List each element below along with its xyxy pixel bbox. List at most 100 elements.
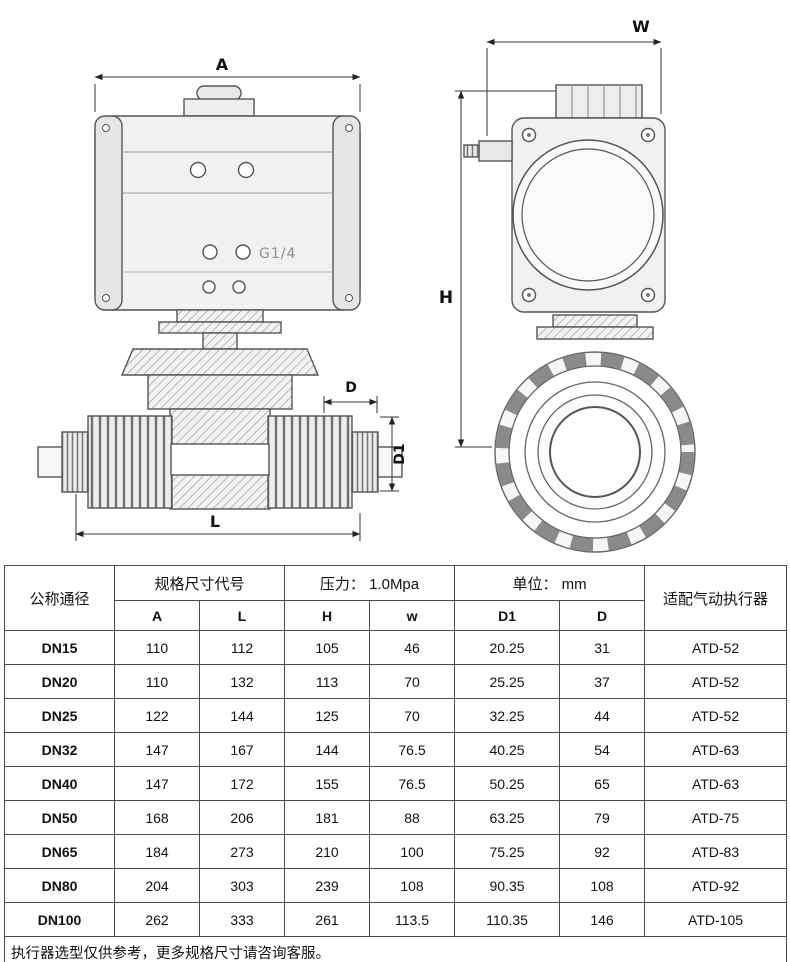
dim-label-d1: D1 bbox=[392, 443, 408, 464]
cell-w: 70 bbox=[369, 664, 456, 699]
cell-w: 108 bbox=[369, 868, 456, 903]
cell-l: 172 bbox=[198, 766, 286, 801]
dim-label-h: H bbox=[439, 288, 453, 308]
dimension-h bbox=[455, 90, 556, 448]
cell-w: 46 bbox=[369, 630, 456, 665]
cell-l: 112 bbox=[198, 630, 286, 665]
table-row-dn15: DN15 110 112 105 46 20.25 31 ATD-52 bbox=[4, 630, 788, 665]
cell-dn: DN25 bbox=[4, 698, 115, 733]
cell-l: 206 bbox=[198, 800, 286, 835]
cell-d: 31 bbox=[559, 630, 646, 665]
table-row-dn100: DN100 262 333 261 113.5 110.35 146 ATD-1… bbox=[4, 902, 788, 937]
cell-l: 333 bbox=[198, 902, 286, 937]
dim-label-w: W bbox=[632, 17, 650, 36]
cell-dn: DN50 bbox=[4, 800, 115, 835]
header-spec-code: 规格尺寸代号 bbox=[113, 565, 286, 601]
cell-d1: 40.25 bbox=[454, 732, 561, 767]
cell-h: 144 bbox=[284, 732, 371, 767]
col-header-d1: D1 bbox=[454, 600, 561, 631]
spec-table: 公称通径 规格尺寸代号 压力： 1.0Mpa 单位： mm 适配气动执行器 A … bbox=[3, 565, 788, 962]
cell-h: 105 bbox=[284, 630, 371, 665]
cell-h: 210 bbox=[284, 834, 371, 869]
actuator-side-port bbox=[463, 140, 513, 162]
cell-d1: 90.35 bbox=[454, 868, 561, 903]
cell-d: 44 bbox=[559, 698, 646, 733]
cell-d1: 32.25 bbox=[454, 698, 561, 733]
header-pressure: 压力： 1.0Mpa bbox=[284, 565, 456, 601]
cell-l: 167 bbox=[198, 732, 286, 767]
cell-l: 132 bbox=[198, 664, 286, 699]
cell-actuator: ATD-92 bbox=[644, 868, 788, 903]
cell-a: 147 bbox=[114, 732, 200, 767]
cell-a: 204 bbox=[114, 868, 200, 903]
footnote-row: 执行器选型仅供参考，更多规格尺寸请咨询客服。 bbox=[3, 936, 788, 962]
cell-w: 76.5 bbox=[369, 766, 456, 801]
cell-actuator: ATD-63 bbox=[644, 732, 788, 767]
cell-w: 70 bbox=[369, 698, 456, 733]
mounting-bracket-side bbox=[536, 314, 654, 340]
cell-h: 181 bbox=[284, 800, 371, 835]
cell-dn: DN100 bbox=[4, 902, 115, 937]
cell-h: 113 bbox=[284, 664, 371, 699]
actuator-air-port-top bbox=[183, 85, 255, 117]
dimension-d bbox=[323, 396, 378, 413]
cell-a: 110 bbox=[114, 664, 200, 699]
cell-actuator: ATD-52 bbox=[644, 630, 788, 665]
cell-d: 108 bbox=[559, 868, 646, 903]
cell-dn: DN80 bbox=[4, 868, 115, 903]
table-row-dn80: DN80 204 303 239 108 90.35 108 ATD-92 bbox=[4, 868, 788, 903]
cell-h: 155 bbox=[284, 766, 371, 801]
cell-a: 262 bbox=[114, 902, 200, 937]
port-size-label: G1/4 bbox=[259, 246, 296, 262]
col-header-a: A bbox=[114, 600, 200, 631]
footnote: 执行器选型仅供参考，更多规格尺寸请咨询客服。 bbox=[3, 936, 788, 962]
cell-d1: 50.25 bbox=[454, 766, 561, 801]
dim-label-d: D bbox=[345, 380, 357, 396]
cell-dn: DN40 bbox=[4, 766, 115, 801]
cell-actuator: ATD-63 bbox=[644, 766, 788, 801]
valve-end-face bbox=[494, 351, 696, 553]
cell-actuator: ATD-105 bbox=[644, 902, 788, 937]
cell-d: 54 bbox=[559, 732, 646, 767]
cell-w: 100 bbox=[369, 834, 456, 869]
cell-d1: 20.25 bbox=[454, 630, 561, 665]
valve-drawing-svg: A bbox=[37, 17, 696, 553]
cell-dn: DN32 bbox=[4, 732, 115, 767]
header-unit: 单位： mm bbox=[454, 565, 646, 601]
cell-d: 79 bbox=[559, 800, 646, 835]
cell-l: 144 bbox=[198, 698, 286, 733]
cell-a: 184 bbox=[114, 834, 200, 869]
table-row-dn50: DN50 168 206 181 88 63.25 79 ATD-75 bbox=[4, 800, 788, 835]
cell-a: 147 bbox=[114, 766, 200, 801]
cell-dn: DN20 bbox=[4, 664, 115, 699]
cell-a: 122 bbox=[114, 698, 200, 733]
cell-h: 239 bbox=[284, 868, 371, 903]
dimension-w bbox=[486, 38, 662, 136]
cell-a: 110 bbox=[114, 630, 200, 665]
cell-d1: 75.25 bbox=[454, 834, 561, 869]
table-row-dn40: DN40 147 172 155 76.5 50.25 65 ATD-63 bbox=[4, 766, 788, 801]
mounting-bracket-front bbox=[158, 309, 282, 334]
dim-label-a: A bbox=[216, 55, 229, 74]
table-row-dn20: DN20 110 132 113 70 25.25 37 ATD-52 bbox=[4, 664, 788, 699]
cell-d: 37 bbox=[559, 664, 646, 699]
dimension-d1 bbox=[380, 416, 399, 492]
side-view: W H bbox=[439, 17, 696, 553]
cell-d1: 110.35 bbox=[454, 902, 561, 937]
header-row-1: 公称通径 规格尺寸代号 压力： 1.0Mpa 单位： mm 适配气动执行器 bbox=[4, 565, 788, 631]
col-header-d: D bbox=[559, 600, 646, 631]
dimension-l bbox=[75, 494, 361, 541]
dim-label-l: L bbox=[210, 512, 220, 531]
header-actuator: 适配气动执行器 bbox=[644, 565, 788, 631]
table-row-dn25: DN25 122 144 125 70 32.25 44 ATD-52 bbox=[4, 698, 788, 733]
technical-drawing: A bbox=[37, 17, 696, 553]
cell-h: 261 bbox=[284, 902, 371, 937]
cell-a: 168 bbox=[114, 800, 200, 835]
header-row-2: A L H w D1 D bbox=[5, 600, 787, 631]
pneumatic-actuator-front bbox=[94, 115, 361, 311]
cell-actuator: ATD-52 bbox=[644, 698, 788, 733]
cell-w: 88 bbox=[369, 800, 456, 835]
dimension-a bbox=[94, 73, 361, 112]
cell-l: 273 bbox=[198, 834, 286, 869]
